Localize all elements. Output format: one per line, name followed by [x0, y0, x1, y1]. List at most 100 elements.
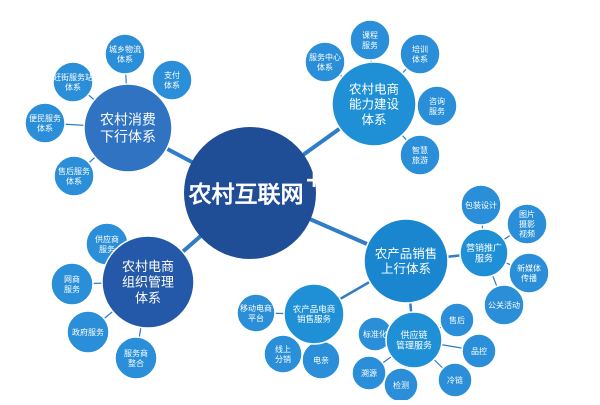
center-node-title: 农村互联网: [188, 181, 304, 208]
supply-chain-leaf: 品控: [461, 333, 497, 369]
marketing-leaf-circle: [483, 284, 525, 326]
capacity-leaf-label: 服务中心: [309, 52, 341, 62]
org-management-node-circle: [101, 235, 195, 329]
ecom-sales-node-circle: [283, 283, 345, 345]
capacity-node-label: 体系: [361, 112, 386, 127]
rural-consumption-leaf-label: 体系: [65, 82, 81, 92]
capacity-leaf-label: 旅游: [412, 155, 428, 165]
supply-chain-leaf: 冷链: [437, 362, 473, 398]
marketing-leaf-label: 公关活动: [488, 300, 520, 310]
supply-chain-leaf-circle: [437, 362, 473, 398]
marketing-leaf-label: 图片: [519, 209, 535, 219]
capacity-leaf-label: 咨询: [429, 96, 445, 106]
rural-consumption-node-circle: [83, 83, 173, 173]
rural-consumption-leaf-label: 售后服务: [58, 166, 90, 176]
rural-consumption-leaf-label: 支付: [164, 70, 180, 80]
marketing-leaf-label: 视频: [519, 229, 535, 239]
rural-consumption-leaf-label: 城乡物流: [109, 44, 141, 54]
org-management-leaf-circle: [114, 336, 158, 380]
capacity-leaf-circle: [416, 85, 458, 127]
org-management-leaf-label: 服务商: [124, 348, 148, 358]
capacity-node-label: 农村电商: [349, 81, 399, 96]
supply-chain-leaf: 标准化: [357, 316, 393, 352]
ecom-sales-node-label: 农产品电商: [293, 304, 336, 315]
rural-consumption-leaf-circle: [151, 59, 193, 101]
center-node-circle: [184, 127, 316, 259]
org-management-node-label: 组织管理: [122, 276, 174, 291]
capacity-leaf-circle: [349, 19, 391, 61]
upstream-node-label: 农产品销售: [375, 246, 438, 261]
org-management-leaf-label: 整合: [128, 358, 144, 368]
marketing-leaf-label: 摄影: [519, 219, 535, 229]
org-management-leaf-label: 政府服务: [72, 327, 104, 337]
supply-chain-leaf-label: 品控: [471, 346, 487, 356]
center-node-plus: +: [305, 168, 323, 193]
org-management-node-label: 农村电商: [122, 260, 174, 275]
ecom-sales-leaf: 电亲: [301, 340, 341, 380]
supply-chain-node-circle: [385, 311, 443, 369]
capacity-leaf-circle: [304, 41, 346, 83]
ecom-sales-leaf-label: 移动电商: [240, 303, 272, 313]
org-management-leaf-label: 供应商: [95, 234, 119, 244]
supply-chain-node-label: 管理服务: [396, 340, 432, 352]
ecom-sales-leaf-label: 线上: [275, 344, 291, 354]
capacity-leaf-circle: [399, 33, 441, 75]
org-management-leaf-label: 网商: [64, 274, 80, 284]
supply-chain-leaf-label: 冷链: [447, 375, 463, 385]
rural-consumption-leaf-label: 便民服务: [29, 113, 61, 123]
marketing-node-label: 营销推广: [466, 242, 502, 254]
rural-consumption-leaf-circle: [53, 155, 95, 197]
capacity-leaf-label: 培训: [412, 44, 428, 54]
marketing-leaf-label: 包装设计: [465, 200, 497, 210]
marketing-leaf-label: 新媒体: [517, 263, 541, 273]
upstream-node-circle: [363, 218, 449, 304]
rural-consumption-leaf-circle: [24, 102, 66, 144]
org-management-leaf-circle: [66, 310, 110, 354]
ecom-sales-leaf-label: 电亲: [313, 355, 329, 365]
rural-consumption-leaf-circle: [104, 33, 146, 75]
supply-chain-node-label: 供应链: [400, 329, 427, 341]
capacity-leaf-label: 服务: [362, 40, 378, 50]
rural-consumption-leaf-label: 赶街服务站: [53, 72, 93, 82]
rural-consumption-leaf-label: 体系: [117, 54, 133, 64]
upstream-node-label: 上行体系: [381, 261, 431, 276]
rural-consumption-node-label: 农村消费: [100, 113, 156, 129]
rural-consumption-leaf-circle: [52, 61, 94, 103]
capacity-leaf-label: 智慧: [412, 145, 428, 155]
marketing-leaf: 公关活动: [483, 284, 525, 326]
supply-chain-leaf: 溯源: [351, 355, 387, 391]
supply-chain-leaf-label: 检测: [393, 380, 409, 390]
supply-chain-leaf-circle: [351, 355, 387, 391]
rural-consumption-leaf-label: 体系: [164, 80, 180, 90]
center-node: 农村互联网+: [184, 127, 323, 259]
marketing-leaf: 包装设计: [460, 184, 502, 226]
ecom-sales-leaf-label: 分销: [275, 354, 291, 364]
org-management-leaf: 政府服务: [66, 310, 110, 354]
capacity-leaf-label: 体系: [317, 62, 333, 72]
supply-chain-leaf-circle: [461, 333, 497, 369]
ecom-sales-node-label: 销售服务: [297, 314, 332, 325]
rural-consumption-node-label: 下行体系: [100, 130, 156, 146]
org-management-leaf-label: 服务: [64, 284, 80, 294]
marketing-node-label: 服务: [475, 253, 493, 265]
rural-consumption-leaf-label: 体系: [66, 176, 82, 186]
marketing-node-circle: [459, 228, 509, 278]
supply-chain-leaf-label: 标准化: [363, 329, 387, 339]
supply-chain-leaf: 售后: [439, 302, 475, 338]
capacity-leaf-label: 课程: [362, 31, 378, 40]
